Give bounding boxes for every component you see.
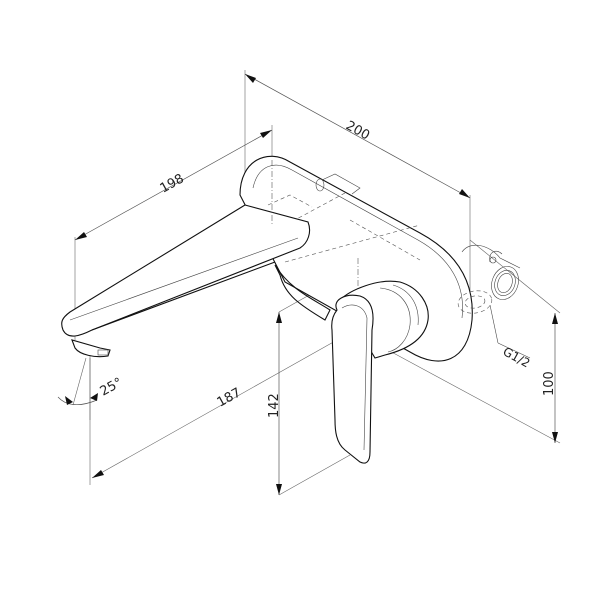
spout xyxy=(61,192,346,358)
dimension-198-label: 198 xyxy=(158,171,187,196)
dimension-100-label: 100 xyxy=(542,371,557,396)
angle-label: 25° xyxy=(98,375,125,399)
dimension-200-label: 200 xyxy=(343,118,372,143)
dimension-187-label: 187 xyxy=(215,385,244,410)
thread-label: G1/2 xyxy=(501,344,533,370)
dimension-187: 187 xyxy=(89,339,338,485)
angle-25: 25° xyxy=(57,357,125,420)
dimension-142-label: 142 xyxy=(267,393,282,418)
lever-handle xyxy=(331,280,429,464)
dimension-142: 142 xyxy=(267,274,351,496)
